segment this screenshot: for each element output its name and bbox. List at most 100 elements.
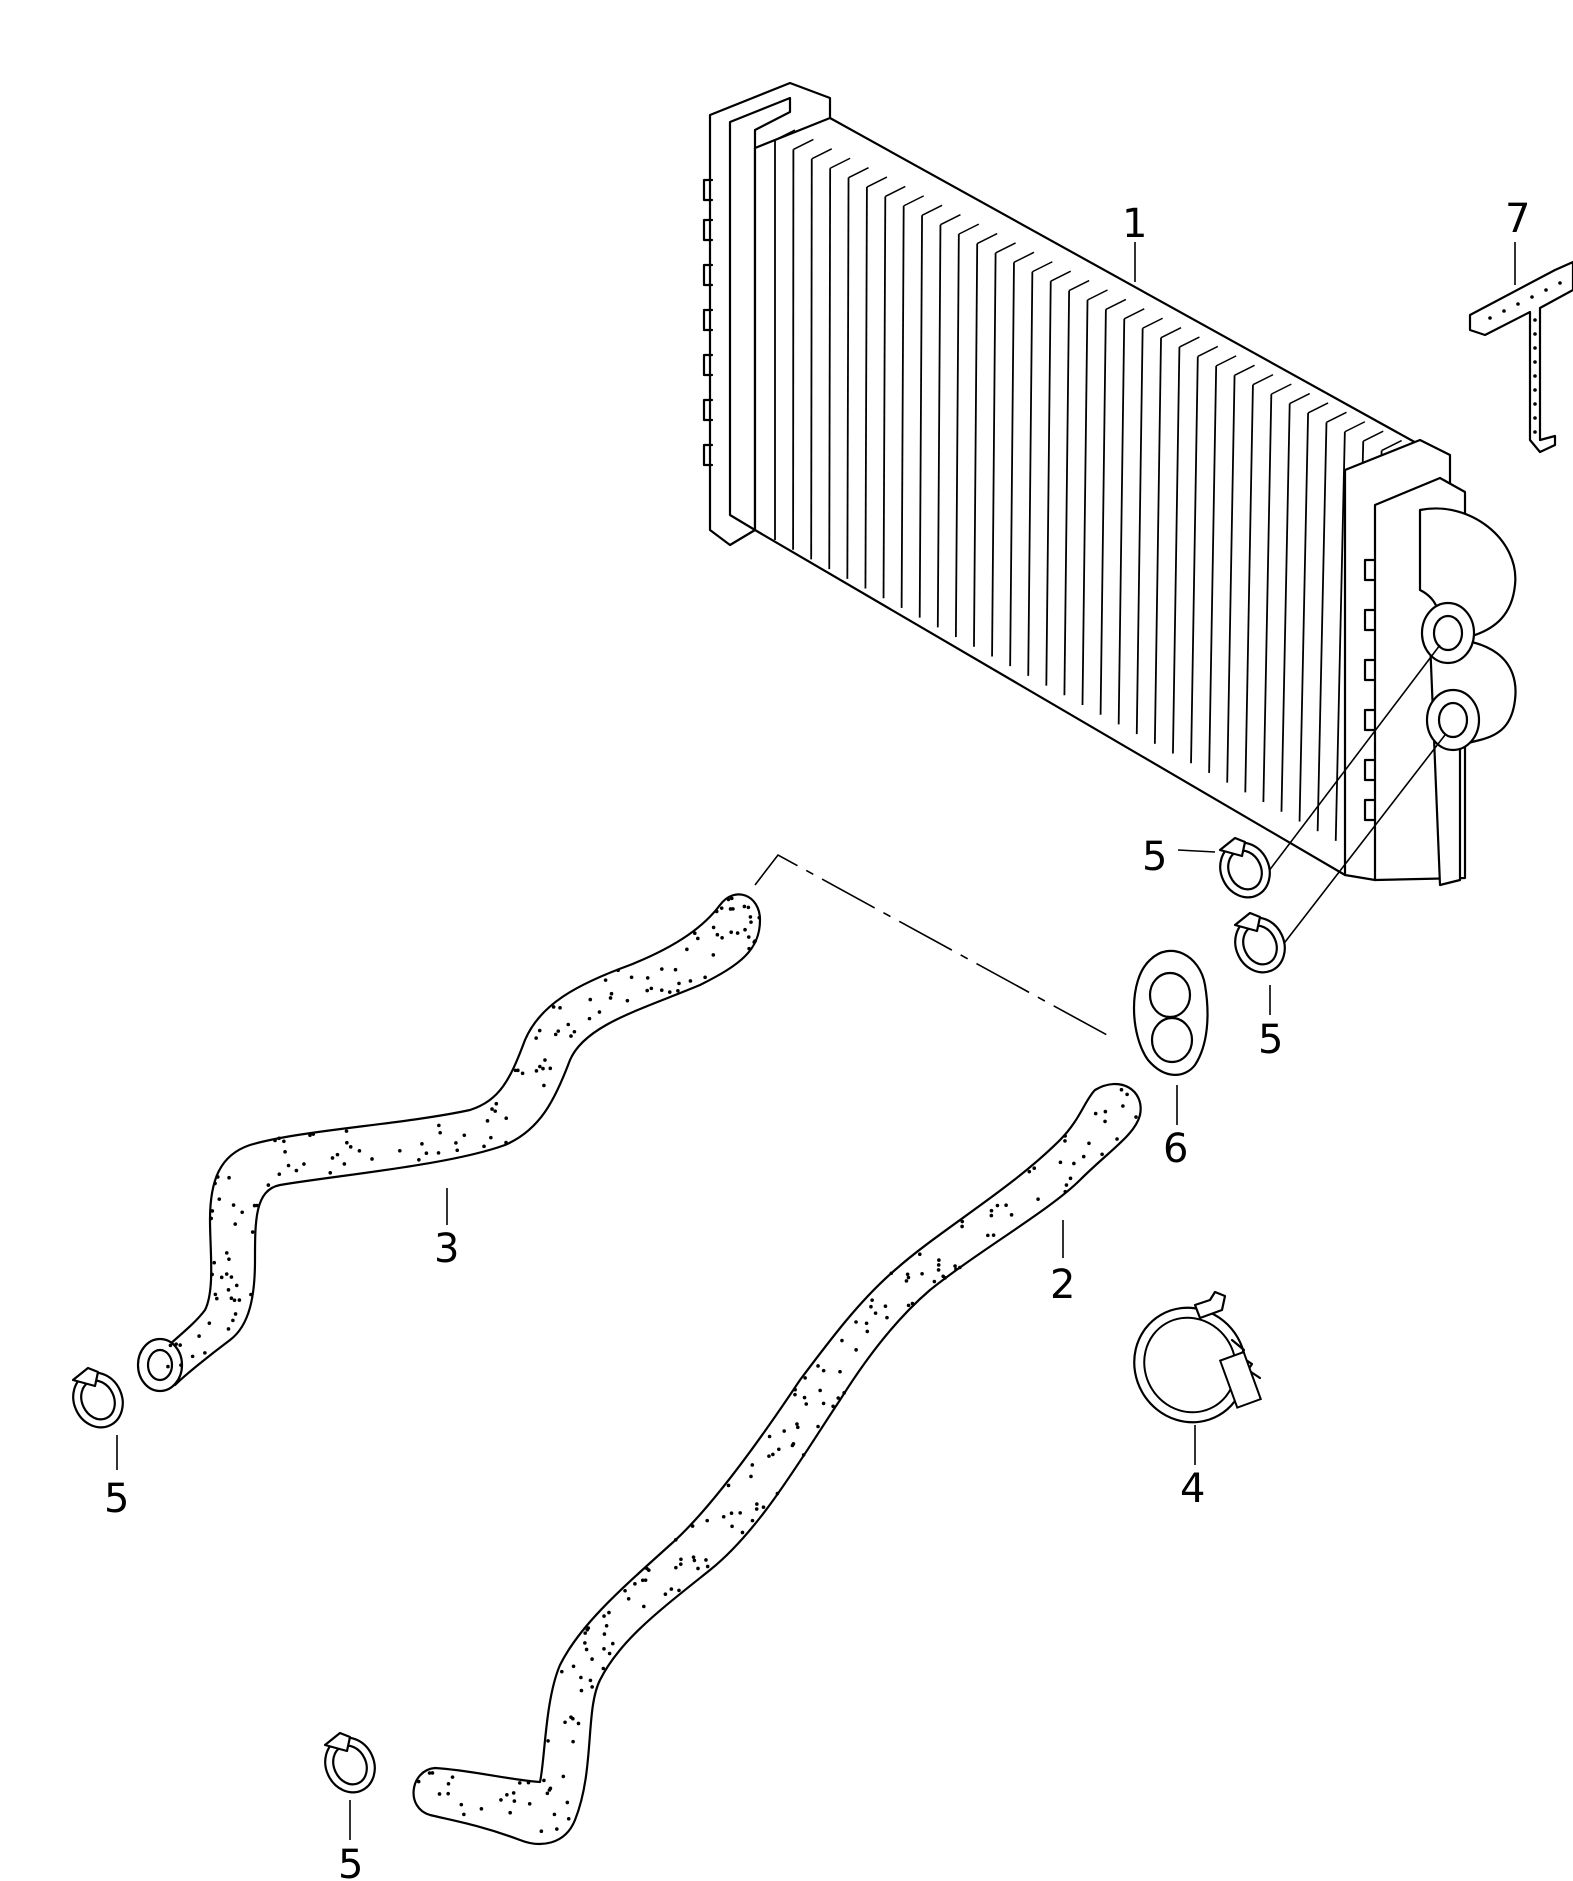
stipple-dot [1081, 1154, 1086, 1159]
stipple-dot [602, 1632, 607, 1636]
stipple-dot [548, 1786, 553, 1791]
hose-clamp-small[interactable] [316, 1729, 383, 1800]
stipple-dot [437, 1123, 441, 1128]
hose-clamp-large[interactable] [1113, 1287, 1266, 1442]
stipple-dot [249, 1292, 253, 1297]
fin-cap [995, 242, 1016, 254]
stipple-dot [571, 1664, 576, 1669]
stipple-dot [873, 1311, 878, 1315]
stipple-dot [816, 1424, 820, 1429]
stipple-dot [308, 1133, 312, 1138]
stipple-dot [696, 1566, 700, 1571]
stipple-dot [210, 1209, 215, 1213]
stipple-dot [219, 1275, 224, 1280]
hose-lower[interactable] [412, 1082, 1142, 1846]
stipple-dot [446, 1791, 450, 1796]
stipple-dot [583, 1641, 587, 1645]
stipple-dot [534, 1036, 538, 1040]
stipple-dot [791, 1442, 796, 1446]
stipple-dot [1533, 402, 1537, 406]
stipple-dot [485, 1119, 490, 1123]
stipple-dot [793, 1387, 797, 1392]
stipple-dot [207, 1321, 212, 1325]
stipple-dot [237, 1298, 242, 1302]
fin-line [882, 196, 887, 599]
hose-clamp-small[interactable] [64, 1364, 131, 1435]
stipple-dot [818, 1388, 822, 1393]
stipple-dot [821, 1401, 826, 1406]
fin-line [900, 205, 905, 608]
stipple-dot [1063, 1134, 1067, 1138]
fin-cap [1252, 374, 1274, 386]
stipple-dot [669, 1587, 674, 1591]
callout-3: 3 [434, 1226, 459, 1272]
fin-cap [866, 176, 888, 188]
stipple-dot [1068, 1176, 1073, 1181]
stipple-dot [625, 998, 630, 1003]
stipple-dot [750, 1518, 755, 1523]
fin-line [1226, 375, 1236, 783]
stipple-dot [677, 981, 681, 986]
stipple-dot [754, 1507, 759, 1511]
fin-cap [829, 157, 851, 169]
fin-cap [1381, 439, 1402, 452]
stipple-dot [693, 931, 697, 936]
fin-cap [903, 195, 925, 207]
stipple-dot [499, 1798, 503, 1802]
stipple-dot [512, 1799, 517, 1803]
stipple-dot [667, 990, 672, 994]
callout-1: 1 [1122, 201, 1147, 247]
stipple-dot [782, 1429, 786, 1433]
stipple-dot [673, 967, 678, 972]
stipple-dot [885, 1315, 889, 1320]
stipple-dot [537, 1028, 542, 1033]
stipple-dot [607, 1610, 611, 1615]
gasket[interactable] [1133, 949, 1209, 1076]
stipple-dot [479, 1807, 484, 1811]
stipple-dot [629, 975, 634, 980]
stipple-dot [937, 1258, 941, 1262]
stipple-dot [801, 1453, 806, 1457]
stipple-dot [1533, 332, 1537, 336]
stipple-dot [328, 1171, 333, 1175]
heater-core[interactable] [702, 81, 1517, 887]
stipple-dot [357, 1149, 362, 1153]
stipple-dot [767, 1454, 771, 1458]
stipple-dot [1100, 1152, 1104, 1157]
hose-clamp-small[interactable] [1226, 909, 1293, 980]
hose-upper[interactable] [136, 893, 762, 1393]
fin-line [1117, 318, 1126, 725]
stipple-dot [645, 976, 650, 980]
stipple-dot [755, 1502, 759, 1506]
stipple-dot [215, 1175, 220, 1179]
stipple-dot [226, 1288, 231, 1292]
stipple-dot [749, 1474, 753, 1479]
stipple-dot [539, 1829, 544, 1834]
stipple-dot [209, 1216, 214, 1221]
stipple-dot [746, 935, 751, 939]
hose-clamp-small[interactable] [1211, 834, 1278, 905]
stipple-dot [504, 1140, 508, 1145]
stipple-dot [995, 1203, 1000, 1208]
fin-cap [1050, 270, 1072, 282]
stipple-dot [1544, 288, 1548, 292]
stipple-dot [989, 1213, 994, 1218]
stipple-dot [330, 1156, 335, 1160]
stipple-dot [526, 1780, 531, 1785]
stipple-dot [743, 927, 747, 932]
stipple-dot [583, 1631, 587, 1635]
fin-cap [1105, 298, 1127, 311]
callout-5-right: 5 [1258, 1017, 1283, 1063]
fin-cap [1234, 364, 1255, 376]
stipple-dot [437, 1792, 442, 1796]
stipple-dot [508, 1810, 512, 1815]
fin-line [1172, 347, 1181, 754]
stipple-dot [1058, 1160, 1063, 1165]
seal-strip[interactable] [1468, 260, 1573, 454]
stipple-dot [569, 1034, 573, 1038]
stipple-dot [489, 1135, 493, 1140]
stipple-dot [335, 1152, 340, 1157]
stipple-dot [438, 1130, 442, 1135]
stipple-dot [705, 1518, 710, 1523]
callout-2: 2 [1050, 1262, 1075, 1308]
